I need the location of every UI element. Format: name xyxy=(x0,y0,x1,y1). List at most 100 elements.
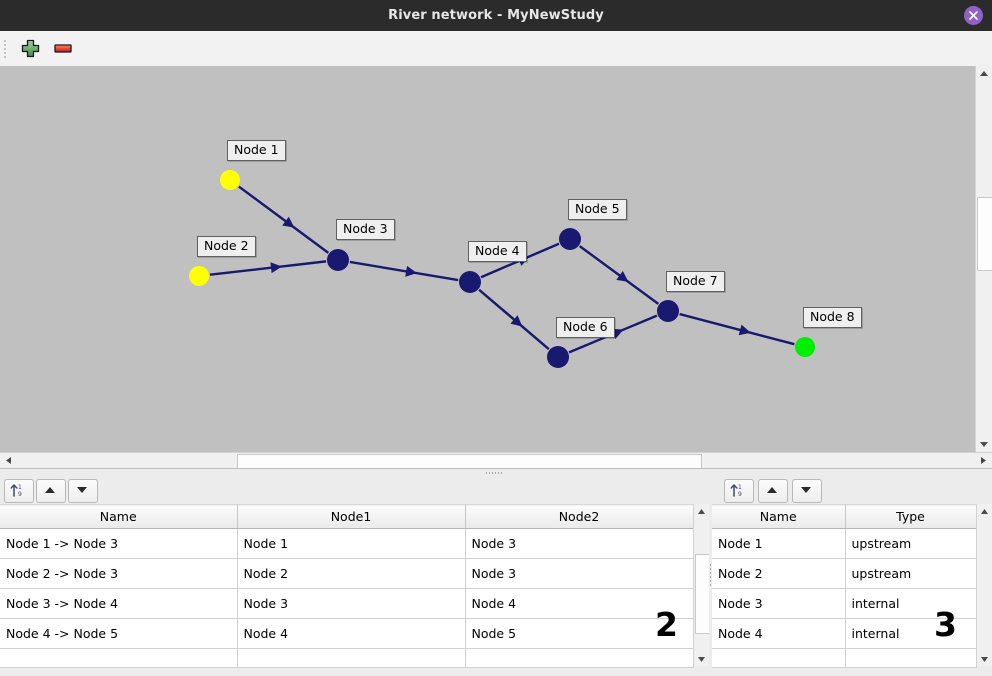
delete-minus-icon[interactable] xyxy=(51,37,75,60)
graph-node[interactable] xyxy=(220,170,240,190)
graph-vertical-scrollbar[interactable] xyxy=(975,66,992,452)
arrow-down-icon[interactable] xyxy=(792,479,822,503)
network-graph-svg xyxy=(189,170,815,368)
arrow-up-glyph xyxy=(45,487,55,493)
scroll-left-icon[interactable] xyxy=(0,453,16,468)
sort-arrow-icon[interactable]: 1 9 xyxy=(4,479,34,503)
table-cell[interactable]: Node 3 -> Node 4 xyxy=(0,588,238,619)
network-graph-canvas[interactable]: Node 1 Node 2 Node 3 Node 4 Node 5 Node 6 Node… xyxy=(0,66,992,468)
table-cell[interactable]: Node 1 xyxy=(712,528,846,559)
horizontal-splitter[interactable] xyxy=(0,468,992,477)
graph-node[interactable] xyxy=(559,228,581,250)
graph-node-label[interactable]: Node 7 xyxy=(666,271,725,292)
table-cell[interactable]: Node 3 xyxy=(465,528,694,559)
graph-edge[interactable] xyxy=(238,185,330,254)
table-cell[interactable]: upstream xyxy=(845,528,977,559)
main-toolbar xyxy=(0,31,992,67)
scroll-right-icon[interactable] xyxy=(976,453,992,468)
graph-horizontal-scrollbar[interactable] xyxy=(0,452,992,469)
graph-edge[interactable] xyxy=(578,245,660,305)
graph-node-label[interactable]: Node 6 xyxy=(556,317,615,338)
column-header[interactable]: Type xyxy=(845,504,977,529)
graph-hscroll-thumb[interactable] xyxy=(237,454,702,469)
graph-node-label[interactable]: Node 3 xyxy=(336,219,395,240)
table-cell[interactable]: Node 1 xyxy=(237,528,466,559)
arrow-down-icon[interactable] xyxy=(68,479,98,503)
table-cell-empty[interactable] xyxy=(0,648,238,668)
scroll-down-icon[interactable] xyxy=(694,652,709,666)
nodes-table-scrollbar[interactable] xyxy=(976,504,992,666)
table-cell[interactable]: Node 5 xyxy=(465,618,694,649)
graph-node-label[interactable]: Node 1 xyxy=(227,140,286,161)
arrow-down-glyph xyxy=(77,487,87,493)
graph-node-label[interactable]: Node 4 xyxy=(468,241,527,262)
graph-node[interactable] xyxy=(189,266,209,286)
table-cell[interactable]: internal xyxy=(845,588,977,619)
table-cell-empty[interactable] xyxy=(237,648,466,668)
table-cell[interactable]: Node 2 xyxy=(237,558,466,589)
table-cell[interactable]: Node 3 xyxy=(465,558,694,589)
close-icon[interactable] xyxy=(964,6,983,25)
column-header[interactable]: Node2 xyxy=(465,504,694,529)
table-cell-empty[interactable] xyxy=(712,648,846,668)
table-cell[interactable]: Node 2 xyxy=(712,558,846,589)
graph-edge[interactable] xyxy=(209,260,327,276)
scroll-down-icon[interactable] xyxy=(976,437,992,452)
scroll-up-icon[interactable] xyxy=(977,504,992,518)
table-cell[interactable]: Node 4 -> Node 5 xyxy=(0,618,238,649)
table-cell-empty[interactable] xyxy=(845,648,977,668)
graph-node[interactable] xyxy=(327,249,349,271)
table-cell[interactable]: Node 1 -> Node 3 xyxy=(0,528,238,559)
table-row-empty[interactable] xyxy=(0,648,694,668)
column-header[interactable]: Name xyxy=(712,504,846,529)
graph-edge[interactable] xyxy=(349,260,459,282)
graph-node[interactable] xyxy=(459,271,481,293)
graph-edge-arrow-icon xyxy=(738,324,751,336)
scroll-up-icon[interactable] xyxy=(694,504,709,518)
sort-arrow-icon[interactable]: 1 9 xyxy=(724,479,754,503)
graph-node[interactable] xyxy=(795,337,815,357)
graph-node-label[interactable]: Node 5 xyxy=(568,199,627,220)
column-header[interactable]: Node1 xyxy=(237,504,466,529)
table-cell[interactable]: Node 3 xyxy=(237,588,466,619)
table-cell[interactable]: Node 4 xyxy=(712,618,846,649)
table-cell[interactable]: Node 4 xyxy=(465,588,694,619)
table-cell-empty[interactable] xyxy=(465,648,694,668)
graph-node-label[interactable]: Node 2 xyxy=(197,236,256,257)
links-table-scrollbar[interactable] xyxy=(693,504,710,666)
graph-node[interactable] xyxy=(657,300,679,322)
graph-node[interactable] xyxy=(547,346,569,368)
scroll-up-icon[interactable] xyxy=(976,66,992,81)
column-header[interactable]: Name xyxy=(0,504,238,529)
links-table-scroll-thumb[interactable] xyxy=(695,554,710,634)
table-cell[interactable]: internal xyxy=(845,618,977,649)
graph-node-label[interactable]: Node 8 xyxy=(803,307,862,328)
arrow-up-icon[interactable] xyxy=(758,479,788,503)
table-cell[interactable]: Node 4 xyxy=(237,618,466,649)
add-plus-icon[interactable] xyxy=(19,37,43,60)
graph-edge[interactable] xyxy=(679,312,795,346)
table-cell[interactable]: upstream xyxy=(845,558,977,589)
vertical-splitter[interactable] xyxy=(709,476,712,666)
toolbar-grip[interactable] xyxy=(4,38,8,60)
table-cell[interactable]: Node 3 xyxy=(712,588,846,619)
svg-text:1: 1 xyxy=(18,484,22,491)
arrow-up-icon[interactable] xyxy=(36,479,66,503)
table-cell[interactable]: Node 2 -> Node 3 xyxy=(0,558,238,589)
table-row-empty[interactable] xyxy=(712,648,977,668)
graph-vscroll-thumb[interactable] xyxy=(977,197,992,271)
scroll-down-icon[interactable] xyxy=(977,652,992,666)
graph-edge-arrow-icon xyxy=(510,315,523,327)
